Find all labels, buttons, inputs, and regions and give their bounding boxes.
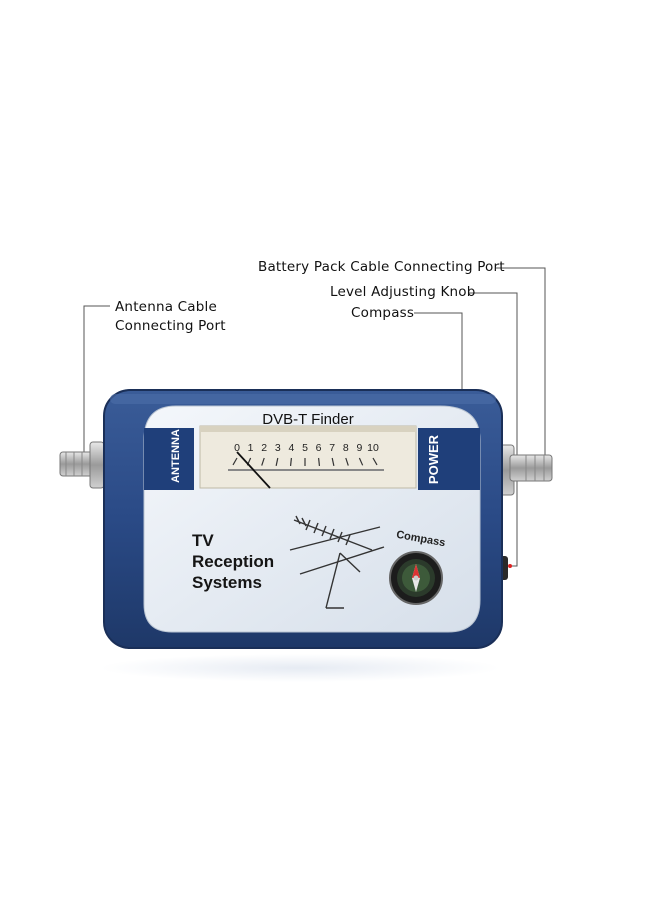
meter-tick xyxy=(358,457,364,466)
power-tab xyxy=(418,428,480,490)
level-knob-marker xyxy=(508,564,512,568)
meter-scale-label: 5 xyxy=(302,442,308,454)
meter-tick xyxy=(289,457,292,467)
battery-port-leader xyxy=(496,267,546,468)
meter-tick xyxy=(318,457,321,467)
meter-scale-label: 1 xyxy=(247,442,254,454)
antenna-illustration xyxy=(289,515,385,609)
antenna-port-callout: Antenna Cable Connecting Port xyxy=(115,298,226,336)
antenna-tab xyxy=(144,428,194,490)
device-reflection xyxy=(100,654,500,682)
level-knob-callout: Level Adjusting Knob xyxy=(330,284,476,300)
antenna-port-leader xyxy=(83,305,110,462)
meter-tick xyxy=(275,457,279,466)
antenna-callout-line2: Connecting Port xyxy=(115,318,226,334)
meter-scale-label: 0 xyxy=(234,442,240,454)
brand-line-2: Reception xyxy=(192,552,275,571)
meter-tick xyxy=(345,457,349,466)
meter-needle xyxy=(236,451,271,489)
meter-tick xyxy=(261,457,265,466)
meter-scale-label: 8 xyxy=(342,442,349,454)
compass-callout: Compass xyxy=(351,305,415,321)
antenna-callout-line1: Antenna Cable xyxy=(115,299,217,315)
level-knob-leader xyxy=(469,292,518,567)
meter-scale-label: 6 xyxy=(315,442,322,454)
meter-tick xyxy=(372,457,378,466)
signal-meter xyxy=(199,425,417,489)
power-side-label: POWER xyxy=(426,434,442,485)
meter-tick xyxy=(331,457,335,466)
battery-port-callout: Battery Pack Cable Connecting Port xyxy=(258,259,505,275)
compass xyxy=(389,551,443,605)
device-title: DVB-T Finder xyxy=(262,411,354,428)
meter-scale-label: 7 xyxy=(329,442,336,454)
brand-line-3: Systems xyxy=(192,573,262,592)
meter-scale-label: 2 xyxy=(261,442,268,454)
antenna-connector xyxy=(59,441,105,489)
meter-scale-label: 3 xyxy=(274,442,281,454)
brand-text: TV Reception Systems xyxy=(192,530,274,593)
meter-scale-label: 4 xyxy=(288,442,295,454)
brand-line-1: TV xyxy=(192,531,214,550)
antenna-side-label: ANTENNA xyxy=(169,429,182,483)
meter-tick xyxy=(232,457,238,466)
meter-scale-label: 9 xyxy=(356,442,363,454)
meter-scale-label: 10 xyxy=(367,442,379,454)
battery-connector xyxy=(499,444,553,496)
